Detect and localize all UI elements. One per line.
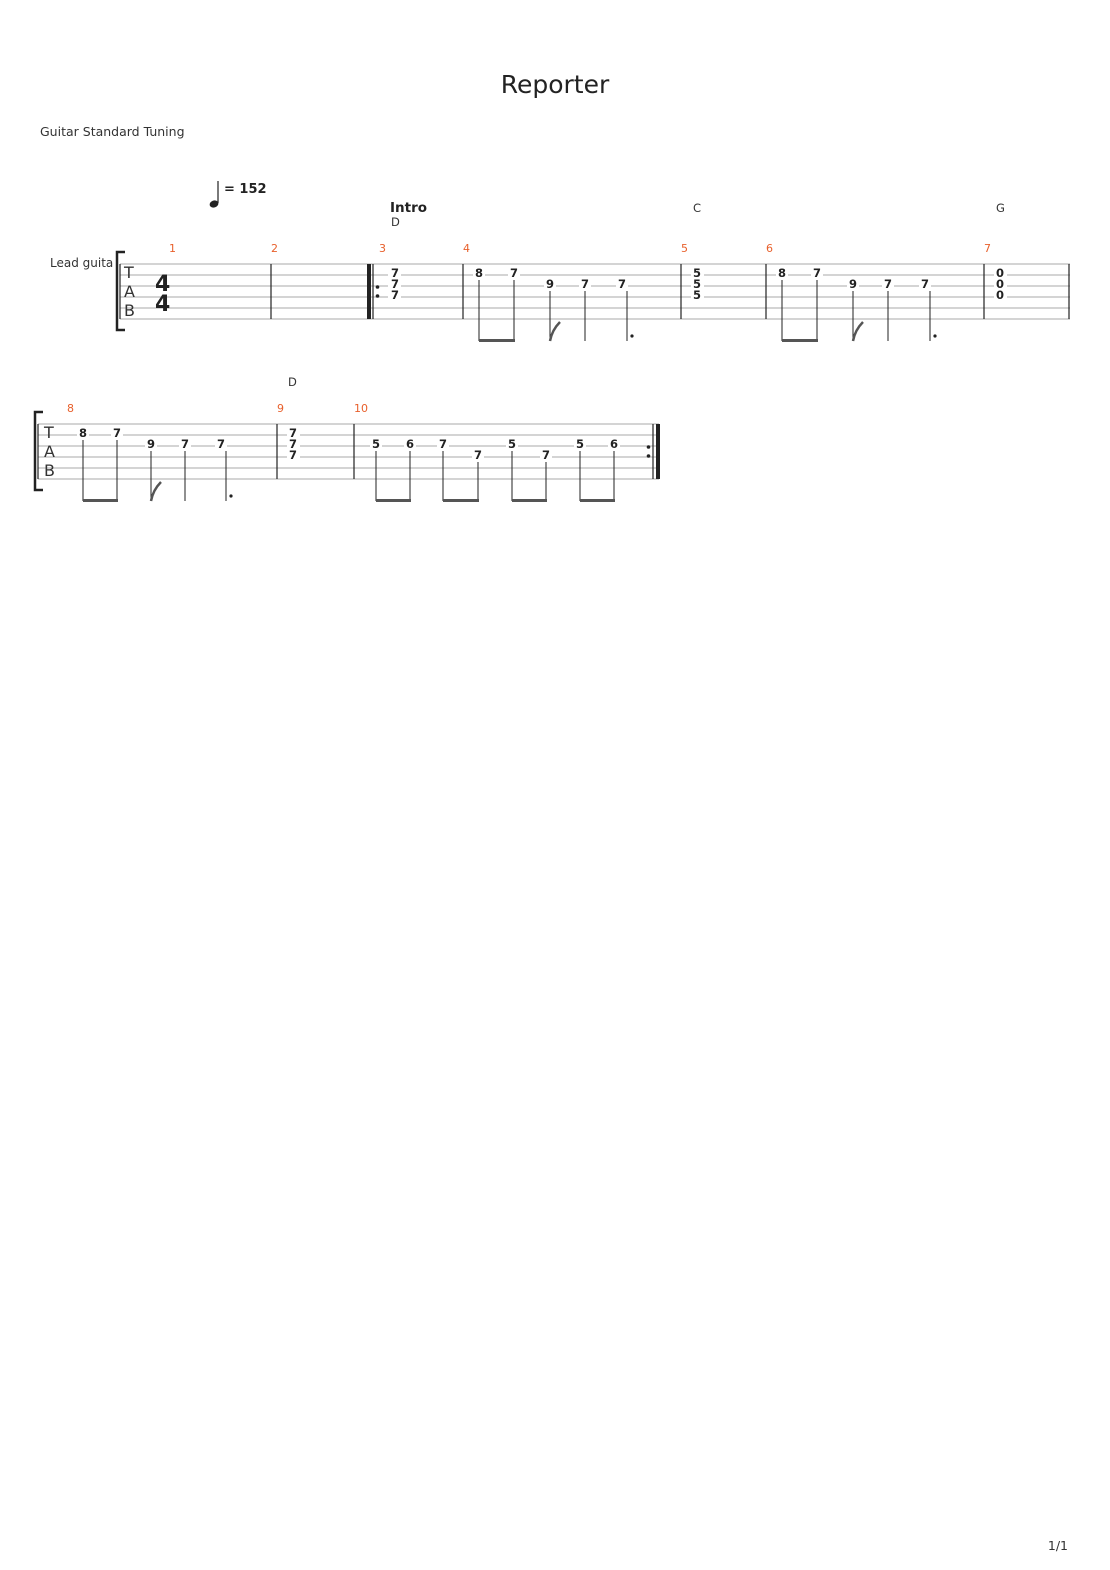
page-number: 1/1 — [1047, 1538, 1068, 1553]
fret-number: 7 — [542, 448, 550, 462]
fret-number: 6 — [610, 437, 618, 451]
tab-letter: B — [124, 301, 135, 320]
fret-number: 9 — [147, 437, 155, 451]
tuning-label: Guitar Standard Tuning — [40, 124, 185, 139]
measure-number: 10 — [354, 402, 368, 415]
fret-number: 5 — [508, 437, 516, 451]
fret-number: 7 — [289, 437, 297, 451]
measure-number: 1 — [169, 242, 176, 255]
tab-letter: A — [44, 442, 55, 461]
measure-3: 7 7 7 — [388, 266, 401, 302]
time-signature-top: 4 — [155, 272, 170, 297]
fret-number: 5 — [693, 266, 701, 280]
measure-5: 5 5 5 — [691, 266, 704, 302]
fret-number: 7 — [921, 277, 929, 291]
fret-number: 7 — [113, 426, 121, 440]
fret-number: 6 — [406, 437, 414, 451]
fret-number: 7 — [181, 437, 189, 451]
chord-name: D — [391, 215, 400, 229]
fret-number: 5 — [576, 437, 584, 451]
repeat-end-barline — [656, 424, 660, 479]
system-bracket — [33, 410, 43, 492]
fret-number: 7 — [217, 437, 225, 451]
fret-number: 5 — [693, 288, 701, 302]
time-signature-bottom: 4 — [155, 292, 170, 317]
repeat-start-barline — [367, 264, 371, 319]
fret-number: 8 — [778, 266, 786, 280]
measure-number: 9 — [277, 402, 284, 415]
measure-number: 8 — [67, 402, 74, 415]
fret-number: 7 — [884, 277, 892, 291]
fret-number: 7 — [391, 266, 399, 280]
tab-letter: A — [124, 282, 135, 301]
fret-number: 7 — [618, 277, 626, 291]
staff-system-2: T A B 8 9 10 8 7 9 7 7 — [33, 402, 660, 502]
measure-number: 3 — [379, 242, 386, 255]
fret-number: 7 — [474, 448, 482, 462]
measure-number: 5 — [681, 242, 688, 255]
track-name: Lead guita — [50, 256, 113, 270]
fret-number: 5 — [693, 277, 701, 291]
tab-letter: T — [43, 423, 54, 442]
song-title: Reporter — [500, 70, 610, 99]
system-bracket — [115, 250, 125, 332]
measure-number: 4 — [463, 242, 470, 255]
tempo-marking: = 152 — [209, 181, 267, 208]
fret-number: 7 — [439, 437, 447, 451]
measure-6: 8 7 9 7 7 — [776, 266, 937, 342]
measure-number: 2 — [271, 242, 278, 255]
chord-name: D — [288, 375, 297, 389]
measure-number: 6 — [766, 242, 773, 255]
fret-number: 8 — [79, 426, 87, 440]
tempo-value: = 152 — [224, 182, 267, 197]
measure-8: 8 7 9 7 7 — [77, 426, 233, 502]
measure-4: 8 7 9 7 7 — [473, 266, 634, 342]
fret-number: 9 — [849, 277, 857, 291]
fret-number: 7 — [391, 288, 399, 302]
fret-number: 7 — [581, 277, 589, 291]
chord-name: G — [996, 201, 1005, 215]
fret-number: 7 — [391, 277, 399, 291]
fret-number: 0 — [996, 266, 1004, 280]
measure-7: 0 0 0 — [994, 266, 1007, 302]
measure-9: 7 7 7 — [287, 426, 300, 462]
fret-number: 7 — [510, 266, 518, 280]
fret-number: 7 — [289, 426, 297, 440]
chord-name: C — [693, 201, 701, 215]
staff-system-1: T A B 4 4 1 2 3 4 5 6 7 7 7 — [115, 242, 1070, 342]
section-marker: Intro — [390, 200, 427, 216]
fret-number: 7 — [813, 266, 821, 280]
tab-letter: B — [44, 461, 55, 480]
fret-number: 9 — [546, 277, 554, 291]
fret-number: 5 — [372, 437, 380, 451]
fret-number: 0 — [996, 277, 1004, 291]
quarter-note-icon — [209, 200, 219, 208]
measure-number: 7 — [984, 242, 991, 255]
tab-letter: T — [123, 263, 134, 282]
fret-number: 8 — [475, 266, 483, 280]
fret-number: 7 — [289, 448, 297, 462]
fret-number: 0 — [996, 288, 1004, 302]
measure-10: 5 6 7 7 5 7 5 6 — [370, 437, 620, 502]
